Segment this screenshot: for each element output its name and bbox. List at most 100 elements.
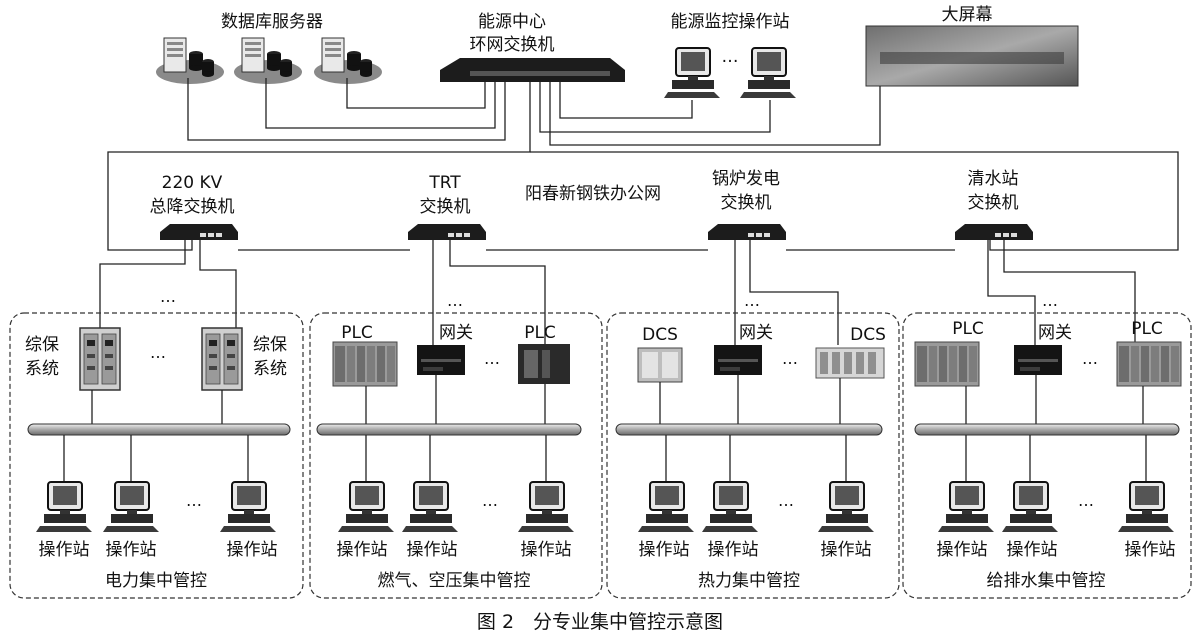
protection-cabinet-icon <box>201 327 243 391</box>
switch-water-label-2: 交换机 <box>968 193 1019 213</box>
big-screen-label: 大屏幕 <box>942 5 993 25</box>
switch-220kv-icon <box>160 224 238 240</box>
workstation-label: 操作站 <box>1125 540 1176 560</box>
workstation-label: 操作站 <box>821 540 872 560</box>
plc-icon <box>332 341 398 387</box>
ellipsis: … <box>782 349 798 368</box>
switch-trt-label-2: 交换机 <box>420 197 471 217</box>
switch-220kv-label-1: 220 KV <box>162 173 223 193</box>
switch-trt-label-1: TRT <box>428 173 461 193</box>
workstation-label: 操作站 <box>1007 540 1058 560</box>
core-switch-label-1: 能源中心 <box>478 12 546 32</box>
group-box-water <box>902 312 1192 599</box>
group-title-thermal: 热力集中管控 <box>698 571 800 591</box>
monitor-station-label: 能源监控操作站 <box>671 12 790 32</box>
plc-label: PLC <box>952 319 984 339</box>
workstation-icon <box>35 481 93 533</box>
bus-bar <box>914 423 1180 436</box>
protection-system-label: 综保 <box>25 335 59 355</box>
workstation-icon <box>219 481 277 533</box>
protection-system-label: 系统 <box>25 359 59 379</box>
core-ring-switch-icon <box>440 58 625 82</box>
group-title-water: 给排水集中管控 <box>987 571 1106 591</box>
ellipsis: … <box>1078 491 1094 510</box>
plc-icon <box>914 341 980 387</box>
group-title-power: 电力集中管控 <box>105 571 207 591</box>
gateway-icon <box>714 345 762 375</box>
big-screen-icon <box>865 25 1079 87</box>
plc-label: PLC <box>1131 319 1163 339</box>
plc-icon <box>518 344 570 384</box>
workstation-icon <box>817 481 875 533</box>
ellipsis: … <box>1082 349 1098 368</box>
workstation-label: 操作站 <box>106 540 157 560</box>
ellipsis: … <box>150 343 166 362</box>
gateway-icon <box>1014 345 1062 375</box>
ellipsis: … <box>722 47 739 67</box>
workstation-label: 操作站 <box>937 540 988 560</box>
workstation-label: 操作站 <box>521 540 572 560</box>
workstation-icon <box>102 481 160 533</box>
workstation-label: 操作站 <box>39 540 90 560</box>
ellipsis: … <box>1042 291 1058 310</box>
group-box-power <box>9 312 304 599</box>
dcs-label: DCS <box>642 325 678 345</box>
group-box-thermal <box>606 312 900 599</box>
group-title-gas: 燃气、空压集中管控 <box>378 571 531 591</box>
ellipsis: … <box>160 287 176 306</box>
figure-caption: 图 2 分专业集中管控示意图 <box>477 611 723 633</box>
switch-220kv-label-2: 总降交换机 <box>150 197 235 217</box>
group-box-gas <box>309 312 603 599</box>
plc-label: PLC <box>341 323 373 343</box>
gateway-label: 网关 <box>739 323 773 343</box>
bus-bar <box>27 423 291 436</box>
workstation-icon <box>1001 481 1059 533</box>
database-server-icon <box>313 37 383 85</box>
database-server-icon <box>233 37 303 85</box>
ellipsis: … <box>778 491 794 510</box>
monitor-workstation-icon <box>739 47 797 99</box>
switch-boiler-icon <box>708 224 786 240</box>
dcs-cabinet-icon <box>815 347 885 379</box>
gateway-label: 网关 <box>1038 323 1072 343</box>
dcs-cabinet-icon <box>637 347 683 383</box>
ellipsis: … <box>482 491 498 510</box>
dcs-label: DCS <box>850 325 886 345</box>
protection-system-label: 系统 <box>253 359 287 379</box>
ellipsis: … <box>447 291 463 310</box>
switch-boiler-label-1: 锅炉发电 <box>712 169 780 189</box>
workstation-label: 操作站 <box>337 540 388 560</box>
monitor-workstation-icon <box>663 47 721 99</box>
plc-label: PLC <box>524 323 556 343</box>
gateway-label: 网关 <box>439 323 473 343</box>
database-server-icon <box>155 37 225 85</box>
db-servers-label: 数据库服务器 <box>221 12 323 32</box>
workstation-icon <box>701 481 759 533</box>
gateway-icon <box>417 345 465 375</box>
workstation-icon <box>517 481 575 533</box>
workstation-icon <box>401 481 459 533</box>
ellipsis: … <box>484 349 500 368</box>
protection-system-label: 综保 <box>253 335 287 355</box>
bus-bar <box>615 423 883 436</box>
workstation-icon <box>937 481 995 533</box>
switch-trt-icon <box>408 224 486 240</box>
workstation-label: 操作站 <box>708 540 759 560</box>
switch-water-icon <box>955 224 1033 240</box>
workstation-icon <box>1117 481 1175 533</box>
workstation-label: 操作站 <box>227 540 278 560</box>
workstation-icon <box>637 481 695 533</box>
workstation-icon <box>337 481 395 533</box>
bus-bar <box>316 423 582 436</box>
protection-cabinet-icon <box>79 327 121 391</box>
workstation-label: 操作站 <box>639 540 690 560</box>
core-switch-label-2: 环网交换机 <box>470 35 555 55</box>
switch-boiler-label-2: 交换机 <box>721 193 772 213</box>
ellipsis: … <box>186 491 202 510</box>
workstation-label: 操作站 <box>407 540 458 560</box>
ellipsis: … <box>744 291 760 310</box>
office-network-label: 阳春新钢铁办公网 <box>525 184 661 204</box>
switch-water-label-1: 清水站 <box>968 169 1019 189</box>
plc-icon <box>1116 341 1182 387</box>
